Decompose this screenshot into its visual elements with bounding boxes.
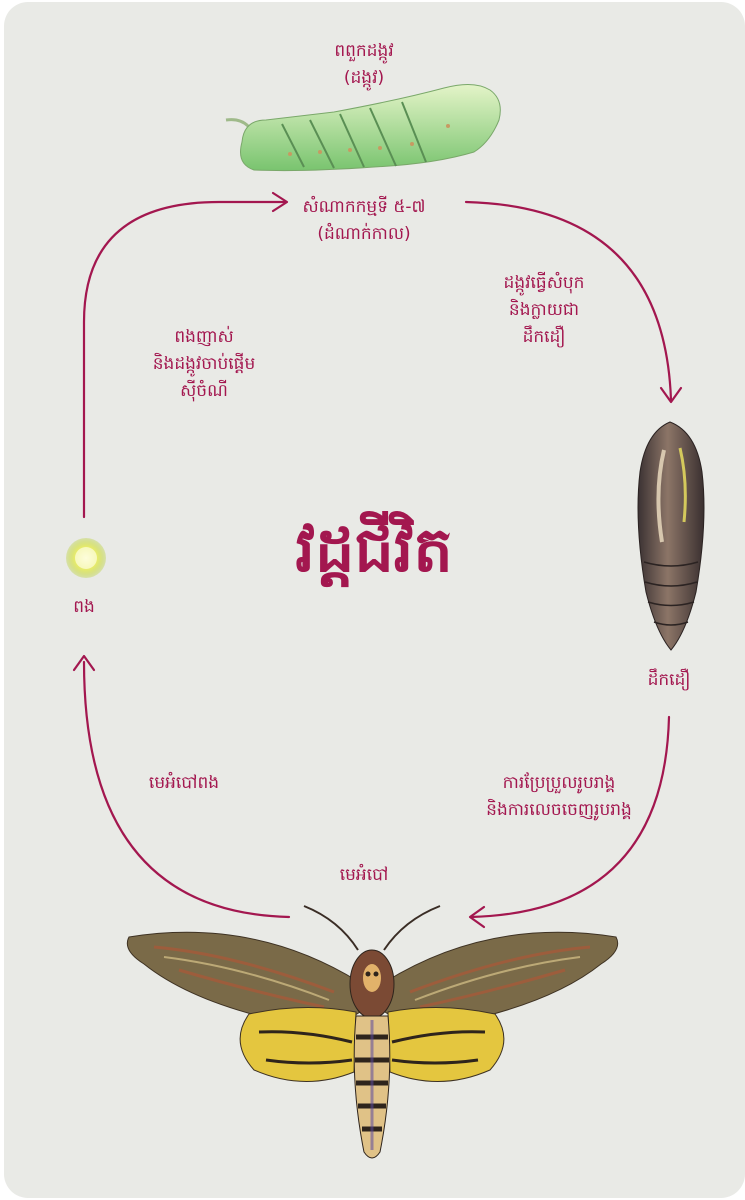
pupa-illustration <box>638 422 704 650</box>
life-cycle-card: ពពួកដង្កូវ (ដង្កូវ) សំណាកកម្មទី ៥-៧ (ដំណ… <box>4 2 745 1198</box>
moth-illustration <box>127 906 617 1158</box>
egg-stage-label: ពង <box>54 594 114 621</box>
pupa-to-adult-label: ការប្រែប្រួលរូបរាង្គ និងការលេចចេញរូបរាង្… <box>459 770 659 824</box>
caterpillar-illustration <box>226 84 500 170</box>
adult-to-egg-label: មេអំបៅពង <box>119 770 249 797</box>
egg-to-larva-label: ពងញាស់ និងដង្កូវចាប់ផ្តើម ស៊ីចំណី <box>124 324 284 405</box>
life-cycle-diagram <box>4 2 745 1198</box>
larva-instar-label: សំណាកកម្មទី ៥-៧ (ដំណាក់កាល) <box>274 194 454 248</box>
adult-stage-label: មេអំបៅ <box>314 862 414 889</box>
diagram-title: វដ្តជីវិត <box>224 510 524 590</box>
larva-stage-label: ពពួកដង្កូវ (ដង្កូវ) <box>294 38 434 92</box>
pupa-stage-label: ដឹកដឿ <box>629 667 709 694</box>
larva-to-pupa-label: ដង្កូវធ្វើសំបុក និងក្លាយជា ដឹកដឿ <box>464 270 624 351</box>
egg-illustration <box>66 538 106 578</box>
